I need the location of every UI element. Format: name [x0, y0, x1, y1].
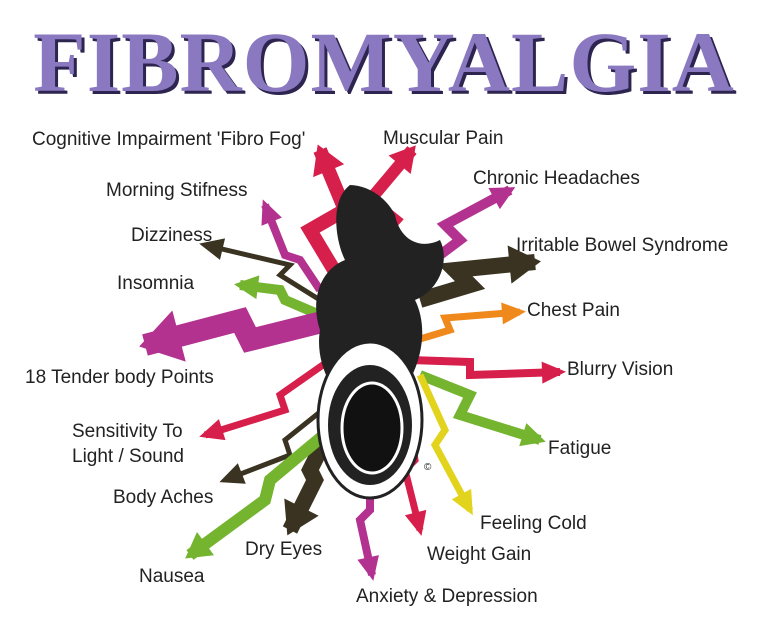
arrow-dizziness: [204, 242, 322, 303]
label-ibs: Irritable Bowel Syndrome: [516, 235, 729, 256]
arrowhead-icon: [199, 419, 226, 441]
label-fatigue: Fatigue: [548, 438, 612, 459]
arrow-nausea: [186, 425, 334, 560]
copyright-mark: ©: [424, 462, 432, 473]
arrowhead-icon: [519, 423, 546, 447]
label-insomnia: Insomnia: [117, 273, 195, 294]
arrowhead-icon: [185, 532, 214, 559]
arrowhead-icon: [501, 302, 526, 325]
arrowhead-icon: [507, 245, 541, 284]
label-chest-pain: Chest Pain: [527, 300, 620, 321]
label-chronic-headaches: Chronic Headaches: [473, 168, 640, 189]
arrowhead-icon: [284, 498, 319, 536]
label-anxiety-depression: Anxiety & Depression: [356, 586, 538, 607]
arrowhead-icon: [139, 310, 186, 362]
arrow-18-tender-body-points: [142, 307, 333, 356]
label-body-aches: Body Aches: [113, 487, 214, 508]
arrowhead-icon: [219, 463, 246, 484]
arrow-sensitivity-to: [203, 357, 333, 439]
arrowhead-icon: [199, 238, 226, 260]
label-blurry-vision: Blurry Vision: [567, 359, 674, 380]
label-dizziness: Dizziness: [131, 225, 213, 246]
label-morning-stiffness: Morning Stifness: [106, 180, 248, 201]
label-feeling-cold: Feeling Cold: [480, 513, 587, 534]
arrow-blurry-vision: [409, 356, 561, 380]
arrow-cognitive-impairment-fibro-fog-: [300, 147, 354, 284]
eye-brow: [329, 329, 396, 347]
arrow-irritable-bowel-syndrome: [417, 254, 536, 308]
label-sensitivity: Sensitivity To: [72, 421, 183, 442]
arrowhead-icon: [541, 361, 566, 384]
label-light-sound: Light / Sound: [72, 446, 184, 467]
label-weight-gain: Weight Gain: [427, 544, 532, 565]
arrow-insomnia: [239, 280, 322, 320]
head-silhouette: [316, 185, 444, 400]
label-muscular-pain: Muscular Pain: [383, 128, 504, 149]
arrowhead-icon: [451, 488, 473, 516]
arrowhead-icon: [313, 144, 345, 178]
label-dry-eyes: Dry Eyes: [245, 539, 323, 560]
arrowhead-icon: [261, 199, 282, 226]
mouth-inner: [340, 381, 404, 475]
title: FIBROMYALGIA: [33, 14, 735, 110]
arrowhead-icon: [357, 555, 379, 581]
label-nausea: Nausea: [139, 566, 205, 587]
arrow-fatigue: [418, 370, 542, 445]
arrowhead-icon: [404, 509, 427, 536]
arrow-body-aches: [224, 398, 337, 483]
arrowhead-icon: [388, 145, 416, 174]
arrow-feeling-cold: [416, 373, 474, 512]
arrowhead-icon: [488, 187, 516, 210]
arrow-chest-pain: [398, 308, 521, 349]
label-fibro-fog: Cognitive Impairment 'Fibro Fog': [32, 129, 306, 150]
arrowhead-icon: [234, 275, 260, 300]
arrow-morning-stifness: [261, 203, 324, 293]
label-tender-points: 18 Tender body Points: [25, 367, 214, 388]
